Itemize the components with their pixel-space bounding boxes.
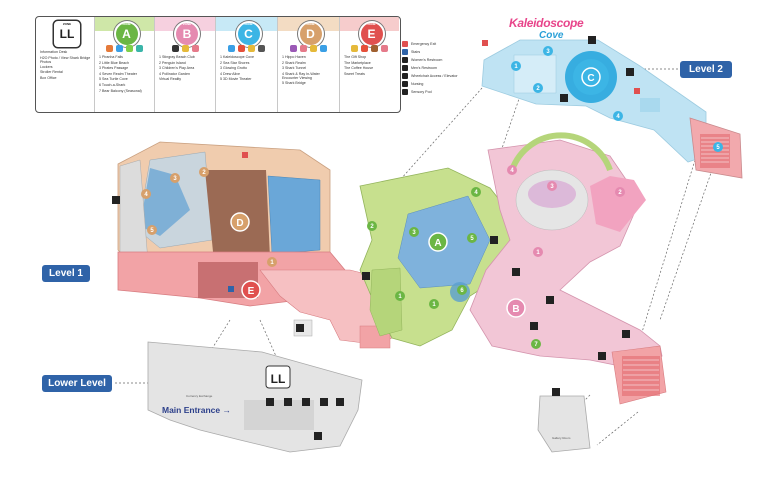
legend-panel: ZONE LL Information Desk H2O Photo / Vie… [35,16,401,113]
svg-text:LL: LL [271,372,286,386]
mens-restroom-icon [402,65,408,72]
zone-col-d: ZONE D 1 Hippo Haven 2 Shark Realm 3 Sha… [278,17,340,112]
zone-col-ll: ZONE LL Information Desk H2O Photo / Vie… [36,17,95,112]
svg-text:1: 1 [514,64,518,70]
nursing-icon [402,81,408,88]
svg-text:C: C [587,73,594,84]
svg-text:1: 1 [398,294,402,300]
zone-e-badge: ZONE E [358,21,385,47]
logo-line2: Cove [539,30,564,41]
seating-rows-level1 [623,359,659,391]
zone-badge-a: A [428,232,448,252]
zone-e-icons [346,45,393,54]
amenity-markers [112,36,640,440]
zone-c-icons [222,45,271,54]
currency-exchange-label: Currency Exchange [186,394,213,398]
kaleidoscope-cove-logo: Kaleidoscope Cove [509,16,584,47]
zone-ll-badge: ZONE LL [54,21,80,47]
svg-text:5: 5 [150,228,154,234]
svg-text:3: 3 [546,49,550,55]
zone-badge-d: D [230,212,250,232]
logo-line1: Kaleidoscope [509,16,584,30]
svg-text:3: 3 [412,230,416,236]
level-1-tag: Level 1 [42,265,90,282]
svg-text:2: 2 [202,170,206,176]
svg-text:3: 3 [173,176,177,182]
zone-c-badge: ZONE C [235,21,262,47]
wheelchair-icon [402,73,408,80]
svg-text:1: 1 [432,302,436,308]
zone-col-e: ZONE E The Gift Shop The Marketplace The… [340,17,399,112]
svg-text:2: 2 [618,190,622,196]
zone-d-badge: ZONE D [297,21,324,47]
svg-text:5: 5 [470,236,474,242]
svg-text:4: 4 [474,190,478,196]
zone-badge-ll: LL [265,365,291,389]
svg-text:2: 2 [536,86,540,92]
amenity-legend: Emergency Exit Stairs Women's Restroom M… [402,40,458,96]
emergency-exit-icon [402,41,408,48]
svg-text:A: A [434,238,441,249]
svg-text:D: D [236,218,243,229]
svg-text:1: 1 [536,250,540,256]
svg-text:4: 4 [510,168,514,174]
stairs-icon [402,49,408,56]
zone-b-badge: ZONE B [174,21,200,47]
svg-text:6: 6 [460,288,464,294]
zone-col-a: ZONE A 1 Piranha Falls 2 Little Blue Bea… [95,17,155,112]
svg-text:1: 1 [270,260,274,266]
lower-level [147,341,591,453]
svg-text:B: B [512,304,519,315]
attraction-numbers: 1 2 3 4 5 6 7 1 1 2 3 4 1 2 3 4 5 1 2 3 4 5 [141,46,723,349]
gallery-room-label: Gallery Room [552,436,571,440]
level-2-tag: Level 2 [680,61,732,78]
zone-b-icons [161,45,209,54]
svg-text:5: 5 [716,145,720,151]
svg-text:3: 3 [550,184,554,190]
svg-text:7: 7 [534,342,538,348]
womens-restroom-icon [402,57,408,64]
zone-badge-b: B [506,298,526,318]
zone-a-badge: ZONE A [113,21,140,47]
zone-badge-c: C [581,67,601,87]
zone-a-icons [101,45,148,54]
sensory-pod-icon [402,89,408,96]
main-entrance-label: Main Entrance → [162,405,231,415]
zone-d-icons [284,45,333,54]
lower-level-tag: Lower Level [42,375,112,392]
zone-badge-e: E [241,280,261,300]
svg-text:E: E [248,286,255,297]
zone-col-c: ZONE C 1 Kaleidoscope Cove 2 Sea Star Sh… [216,17,278,112]
svg-text:2: 2 [370,224,374,230]
zone-col-b: ZONE B 1 Stingray Beach Club 2 Penguin I… [155,17,216,112]
svg-text:4: 4 [144,192,148,198]
svg-text:4: 4 [616,114,620,120]
level1 [117,132,667,405]
